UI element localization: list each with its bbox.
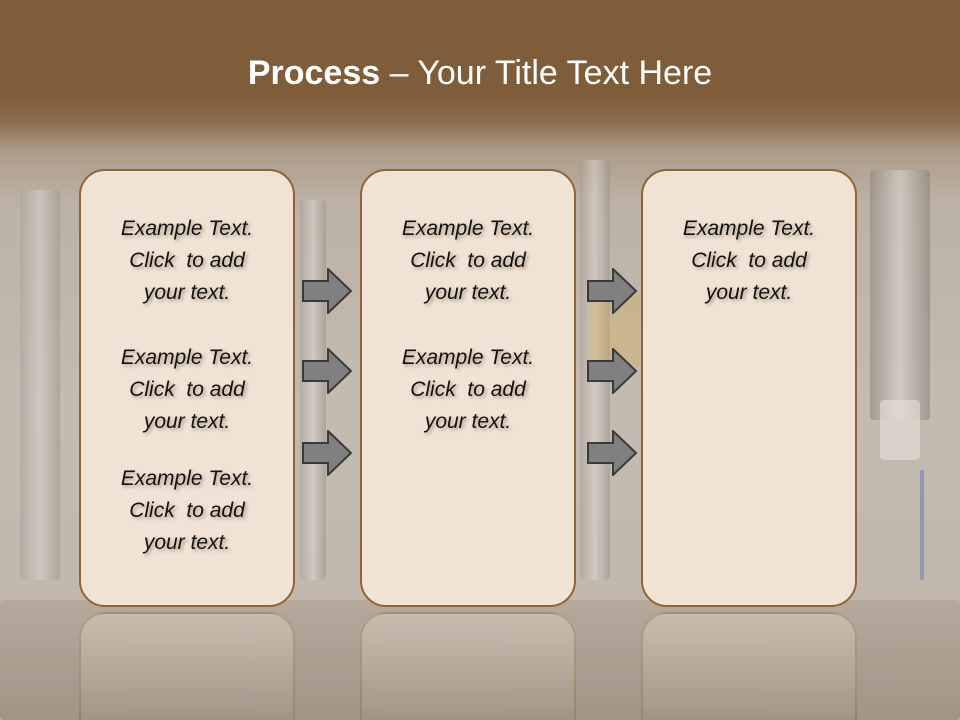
text-placeholder[interactable]: Example Text. Click to add your text. <box>81 342 293 438</box>
text-line: Example Text. <box>120 467 254 490</box>
text-line: Example Text. <box>682 217 816 240</box>
title-band <box>0 0 960 150</box>
text-line: your text. <box>143 281 231 304</box>
text-line: Example Text. <box>401 217 535 240</box>
text-line: Click to add <box>410 249 526 272</box>
right-arrow-icon[interactable] <box>302 430 352 476</box>
box-reflection <box>79 612 295 720</box>
text-line: Example Text. <box>120 217 254 240</box>
text-line: your text. <box>705 281 793 304</box>
text-line: Click to add <box>691 249 807 272</box>
text-line: your text. <box>143 410 231 433</box>
title-rest: – Your Title Text Here <box>380 54 713 92</box>
process-box-2[interactable]: Example Text. Click to add your text. Ex… <box>360 169 576 607</box>
machinery-background <box>870 170 930 420</box>
text-line: Example Text. <box>120 346 254 369</box>
process-box-1[interactable]: Example Text. Click to add your text. Ex… <box>79 169 295 607</box>
machinery-background <box>920 470 924 580</box>
machinery-background <box>880 400 920 460</box>
box-reflection <box>360 612 576 720</box>
text-line: Click to add <box>410 378 526 401</box>
text-line: Click to add <box>129 499 245 522</box>
box-reflection <box>641 612 857 720</box>
text-placeholder[interactable]: Example Text. Click to add your text. <box>362 213 574 309</box>
machinery-background <box>300 200 326 580</box>
text-line: your text. <box>424 281 512 304</box>
text-line: your text. <box>424 410 512 433</box>
text-placeholder[interactable]: Example Text. Click to add your text. <box>362 342 574 438</box>
text-line: your text. <box>143 531 231 554</box>
title-bold: Process <box>247 54 381 92</box>
machinery-background <box>0 600 960 720</box>
text-placeholder[interactable]: Example Text. Click to add your text. <box>81 213 293 309</box>
text-placeholder[interactable]: Example Text. Click to add your text. <box>81 463 293 559</box>
right-arrow-icon[interactable] <box>587 268 637 314</box>
text-line: Click to add <box>129 378 245 401</box>
text-placeholder[interactable]: Example Text. Click to add your text. <box>643 213 855 309</box>
right-arrow-icon[interactable] <box>302 268 352 314</box>
machinery-background <box>20 190 60 580</box>
right-arrow-icon[interactable] <box>587 348 637 394</box>
right-arrow-icon[interactable] <box>302 348 352 394</box>
right-arrow-icon[interactable] <box>587 430 637 476</box>
text-line: Click to add <box>129 249 245 272</box>
text-line: Example Text. <box>401 346 535 369</box>
slide-title[interactable]: Process – Your Title Text Here <box>0 54 960 93</box>
process-box-3[interactable]: Example Text. Click to add your text. <box>641 169 857 607</box>
